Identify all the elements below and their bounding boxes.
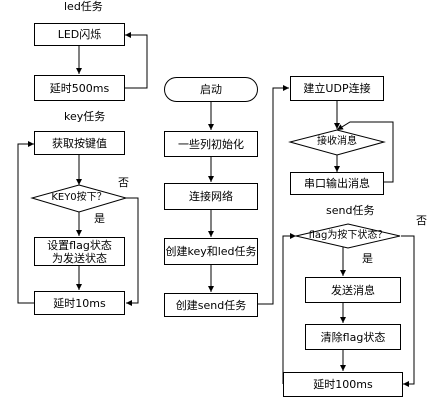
key-delay-box: 延时10ms — [34, 291, 125, 315]
arrow-send-loop — [282, 233, 296, 384]
key0-decision-diamond — [30, 184, 128, 213]
clear-flag-box: 清除flag状态 — [305, 324, 401, 350]
set-flag-box: 设置flag状态 为发送状态 — [34, 237, 125, 266]
connect-network-box: 连接网络 — [164, 183, 258, 210]
arrow-to-udp — [258, 85, 289, 305]
send-yes-label: 是 — [362, 252, 373, 265]
key-yes-label: 是 — [94, 212, 105, 225]
send-no-label: 否 — [416, 214, 427, 227]
arrow-send-decision-no — [401, 235, 415, 387]
arrow-udp-loop — [336, 121, 394, 183]
flag-decision-text: flag为按下状态？ — [308, 230, 388, 241]
send-message-box: 发送消息 — [305, 277, 401, 303]
led-blink-box: LED闪烁 — [34, 23, 125, 46]
create-key-led-box: 创建key和led任务 — [164, 238, 258, 265]
send-delay-box: 延时100ms — [283, 372, 403, 397]
arrow-key-loop — [17, 141, 34, 304]
create-send-box: 创建send任务 — [164, 293, 258, 317]
start-box: 启动 — [164, 77, 258, 102]
receive-text: 接收消息 — [317, 136, 357, 147]
send-task-label: send任务 — [326, 204, 375, 217]
receive-diamond — [288, 129, 386, 156]
arrow-decision-no — [126, 197, 139, 306]
key-task-label: key任务 — [64, 110, 106, 123]
get-key-box: 获取按键值 — [34, 131, 125, 155]
flag-decision-diamond — [295, 223, 401, 249]
init-box: 一些列初始化 — [164, 131, 258, 157]
udp-connect-box: 建立UDP连接 — [290, 76, 384, 101]
serial-output-box: 串口输出消息 — [290, 172, 384, 195]
led-task-label: led任务 — [64, 0, 103, 13]
arrow-led-loop — [125, 32, 148, 89]
led-delay-box: 延时500ms — [34, 75, 125, 101]
key-no-label: 否 — [118, 176, 129, 189]
key0-decision-text: KEY0按下？ — [51, 192, 107, 203]
